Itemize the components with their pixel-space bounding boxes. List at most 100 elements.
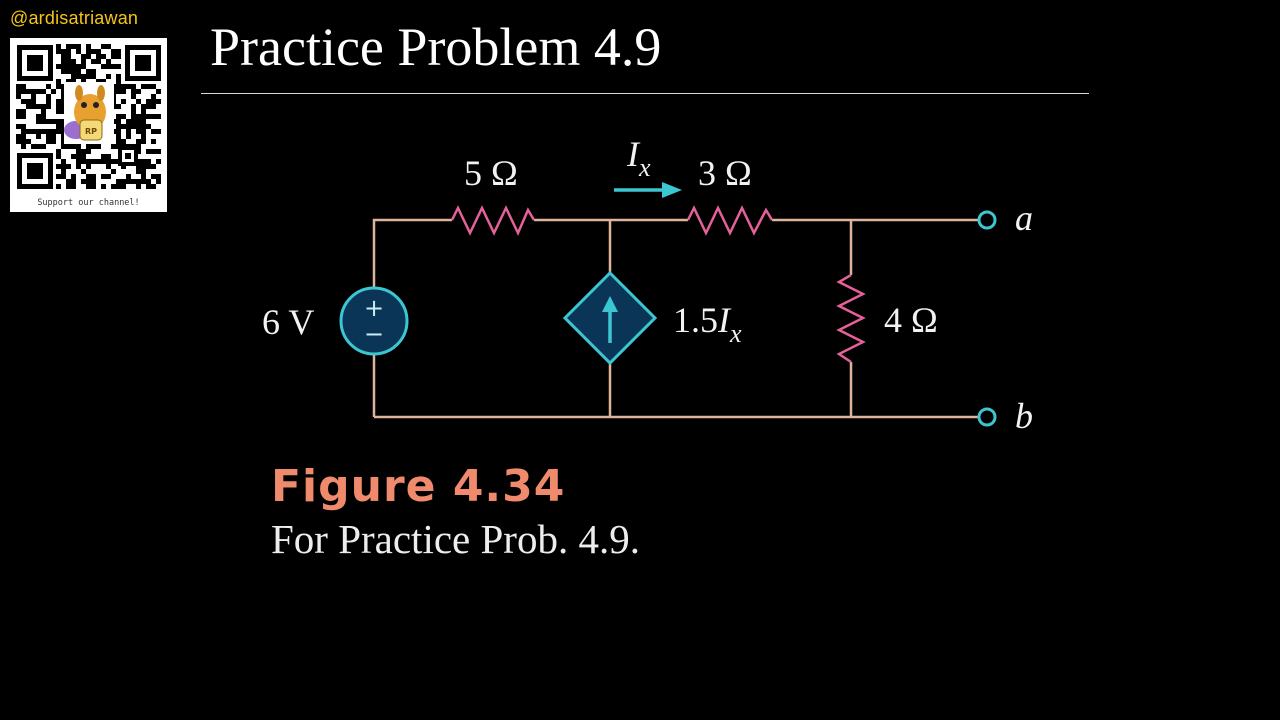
qr-module xyxy=(146,149,151,154)
qr-module xyxy=(91,144,96,149)
qr-module xyxy=(96,59,101,64)
terminal-b-node xyxy=(977,407,997,427)
qr-module xyxy=(131,109,136,114)
qr-module xyxy=(151,129,156,134)
qr-module xyxy=(61,49,66,54)
qr-module xyxy=(86,69,91,74)
qr-module xyxy=(36,114,41,119)
source-plus: + xyxy=(364,294,384,322)
qr-module xyxy=(91,184,96,189)
terminal-a-node xyxy=(977,210,997,230)
qr-module xyxy=(71,59,76,64)
qr-module xyxy=(66,54,71,59)
qr-module xyxy=(111,144,116,149)
qr-module xyxy=(46,139,51,144)
qr-module xyxy=(106,74,111,79)
qr-module xyxy=(56,154,61,159)
qr-module xyxy=(116,54,121,59)
qr-module xyxy=(116,49,121,54)
qr-module xyxy=(101,184,106,189)
voltage-source-icon xyxy=(339,286,409,356)
qr-module xyxy=(131,119,136,124)
qr-module xyxy=(46,94,51,99)
qr-module xyxy=(101,79,106,84)
qr-module xyxy=(21,99,26,104)
qr-module xyxy=(21,139,26,144)
qr-module xyxy=(66,64,71,69)
qr-module xyxy=(31,89,36,94)
qr-module xyxy=(136,169,141,174)
qr-module xyxy=(71,74,76,79)
qr-module xyxy=(56,84,61,89)
resistor-4-ohm-label: 4 Ω xyxy=(884,300,938,340)
qr-module xyxy=(146,159,151,164)
qr-module xyxy=(81,179,86,184)
qr-module xyxy=(81,159,86,164)
qr-module xyxy=(111,159,116,164)
resistor-5-ohm xyxy=(450,205,536,237)
qr-module xyxy=(76,164,81,169)
qr-module xyxy=(86,159,91,164)
qr-module xyxy=(146,124,151,129)
dependent-source-label: 1.5Ix xyxy=(673,300,742,348)
qr-module xyxy=(26,99,31,104)
wires xyxy=(372,218,978,419)
qr-module xyxy=(71,79,76,84)
qr-module xyxy=(56,109,61,114)
qr-module xyxy=(141,124,146,129)
current-label: Ix xyxy=(626,134,651,182)
qr-module xyxy=(66,59,71,64)
qr-module xyxy=(136,149,141,154)
qr-module xyxy=(126,119,131,124)
qr-module xyxy=(96,159,101,164)
qr-module xyxy=(116,104,121,109)
qr-module xyxy=(76,159,81,164)
qr-module xyxy=(46,104,51,109)
qr-finder-top-right xyxy=(125,45,161,81)
qr-module xyxy=(61,174,66,179)
qr-module xyxy=(21,144,26,149)
qr-module xyxy=(86,54,91,59)
resistor-4-ohm xyxy=(836,273,866,364)
qr-module xyxy=(71,179,76,184)
qr-module xyxy=(81,79,86,84)
qr-module xyxy=(96,49,101,54)
qr-module xyxy=(81,54,86,59)
qr-module xyxy=(91,69,96,74)
qr-module xyxy=(146,104,151,109)
qr-module xyxy=(121,184,126,189)
qr-module xyxy=(36,134,41,139)
qr-module xyxy=(126,129,131,134)
qr-module xyxy=(76,44,81,49)
qr-module xyxy=(146,179,151,184)
qr-module xyxy=(86,144,91,149)
qr-module xyxy=(81,154,86,159)
qr-module xyxy=(116,89,121,94)
qr-module xyxy=(56,104,61,109)
qr-module xyxy=(116,134,121,139)
figure-caption: For Practice Prob. 4.9. xyxy=(271,516,640,562)
qr-module xyxy=(61,139,66,144)
qr-module xyxy=(146,184,151,189)
qr-module xyxy=(151,184,156,189)
qr-module xyxy=(56,49,61,54)
qr-module xyxy=(91,179,96,184)
qr-module xyxy=(16,109,21,114)
qr-module xyxy=(41,144,46,149)
qr-module xyxy=(116,129,121,134)
qr-module xyxy=(56,99,61,104)
qr-module xyxy=(146,164,151,169)
qr-module xyxy=(121,99,126,104)
qr-module xyxy=(61,84,66,89)
qr-module xyxy=(71,69,76,74)
qr-module xyxy=(126,134,131,139)
qr-module xyxy=(61,64,66,69)
qr-code-card[interactable]: RP Support our channel! xyxy=(10,38,167,212)
qr-module xyxy=(131,89,136,94)
qr-module xyxy=(16,139,21,144)
qr-module xyxy=(26,139,31,144)
mascot-badge-text: RP xyxy=(85,127,97,136)
qr-module xyxy=(96,144,101,149)
qr-module xyxy=(71,44,76,49)
qr-module xyxy=(61,159,66,164)
